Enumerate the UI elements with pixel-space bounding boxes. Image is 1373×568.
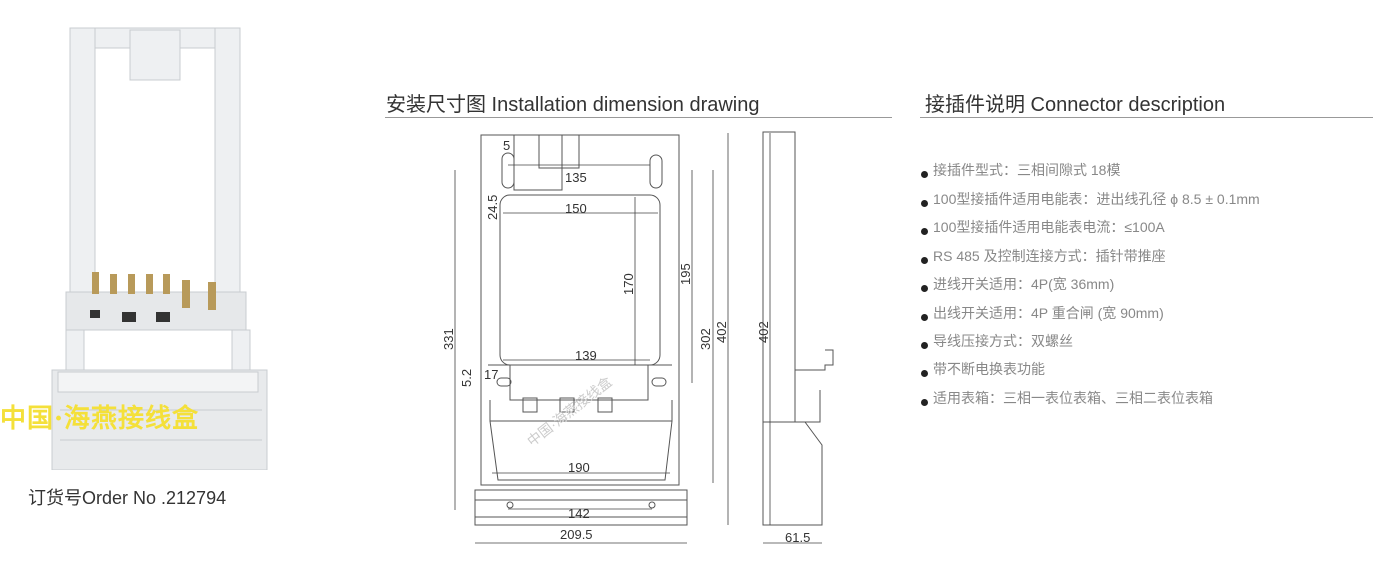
spec-text: 100型接插件适用电能表电流：≤100A <box>933 219 1165 235</box>
dim-150: 150 <box>565 201 587 216</box>
dim-61-5: 61.5 <box>785 530 810 545</box>
bullet-icon <box>921 399 928 406</box>
dim-195: 195 <box>678 263 693 285</box>
dim-142: 142 <box>568 506 590 521</box>
spec-text: 接插件型式：三相间隙式 18模 <box>933 162 1121 178</box>
spec-text: 出线开关适用：4P 重合闸 (宽 90mm) <box>933 305 1164 321</box>
spec-text: 适用表箱：三相一表位表箱、三相二表位表箱 <box>933 390 1213 406</box>
dim-side-402: 402 <box>756 321 771 343</box>
dim-402: 402 <box>714 321 729 343</box>
dim-135: 135 <box>565 170 587 185</box>
connector-heading-rule <box>920 117 1373 118</box>
bullet-icon <box>921 342 928 349</box>
bullet-icon <box>921 171 928 178</box>
spec-item: RS 485 及控制连接方式：插针带推座 <box>921 246 1166 266</box>
spec-item: 进线开关适用：4P(宽 36mm) <box>921 274 1114 294</box>
dim-331: 331 <box>441 328 456 350</box>
dim-5-2: 5.2 <box>459 369 474 387</box>
spec-item: 100型接插件适用电能表电流：≤100A <box>921 217 1165 237</box>
spec-text: 100型接插件适用电能表：进出线孔径 ϕ 8.5 ± 0.1mm <box>933 191 1260 207</box>
bullet-icon <box>921 314 928 321</box>
dim-302: 302 <box>698 328 713 350</box>
bullet-icon <box>921 200 928 207</box>
dim-5: 5 <box>503 138 510 153</box>
dim-17: 17 <box>484 367 498 382</box>
spec-item: 带不断电换表功能 <box>921 359 1045 379</box>
dim-24-5: 24.5 <box>485 195 500 220</box>
bullet-icon <box>921 257 928 264</box>
spec-item: 导线压接方式：双螺丝 <box>921 331 1073 351</box>
connector-heading: 接插件说明 Connector description <box>925 94 1226 116</box>
side-view <box>762 131 796 423</box>
drawing-heading-rule <box>385 117 892 118</box>
drawing-watermark: 中国·海燕接线盒 <box>524 374 615 450</box>
spec-item: 100型接插件适用电能表：进出线孔径 ϕ 8.5 ± 0.1mm <box>921 189 1260 209</box>
spec-text: 带不断电换表功能 <box>933 361 1045 377</box>
product-photo <box>51 27 268 470</box>
dim-170: 170 <box>621 273 636 295</box>
spec-item: 适用表箱：三相一表位表箱、三相二表位表箱 <box>921 388 1213 408</box>
spec-item: 接插件型式：三相间隙式 18模 <box>921 160 1120 180</box>
watermark-text: 中国·海燕接线盒 <box>0 404 200 434</box>
dim-209-5: 209.5 <box>560 527 593 542</box>
spec-text: 导线压接方式：双螺丝 <box>933 333 1073 349</box>
order-number: 订货号Order No .212794 <box>28 488 227 508</box>
spec-item: 出线开关适用：4P 重合闸 (宽 90mm) <box>921 303 1164 323</box>
spec-text: 进线开关适用：4P(宽 36mm) <box>933 276 1115 292</box>
bullet-icon <box>921 285 928 292</box>
installation-dimension-drawing: 5 135 150 139 190 142 209.5 17 61.5 24.5… <box>441 131 834 545</box>
dim-190: 190 <box>568 460 590 475</box>
bullet-icon <box>921 228 928 235</box>
spec-text: RS 485 及控制连接方式：插针带推座 <box>933 248 1166 264</box>
front-view-frame <box>480 134 680 486</box>
drawing-heading: 安装尺寸图 Installation dimension drawing <box>386 94 760 116</box>
dim-139: 139 <box>575 348 597 363</box>
bullet-icon <box>921 370 928 377</box>
